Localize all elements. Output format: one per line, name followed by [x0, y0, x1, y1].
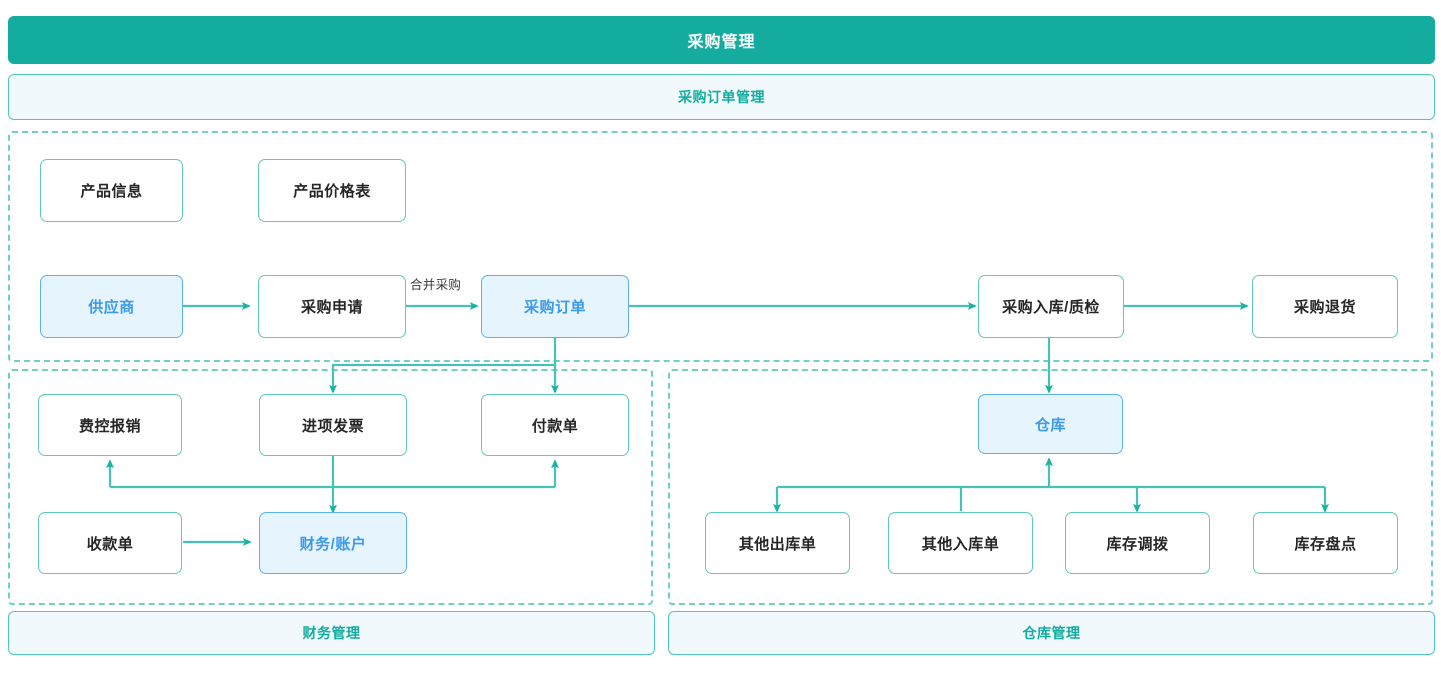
node-purchase-return[interactable]: 采购退货: [1252, 275, 1398, 338]
node-other-outbound[interactable]: 其他出库单: [705, 512, 850, 574]
node-supplier[interactable]: 供应商: [40, 275, 183, 338]
node-payment-voucher[interactable]: 付款单: [481, 394, 629, 456]
node-purchase-order[interactable]: 采购订单: [481, 275, 629, 338]
page-title: 采购管理: [8, 16, 1435, 64]
node-receipt-voucher[interactable]: 收款单: [38, 512, 182, 574]
group-warehouse-area: [668, 369, 1433, 605]
node-expense-claim[interactable]: 费控报销: [38, 394, 182, 456]
node-product-info[interactable]: 产品信息: [40, 159, 183, 222]
node-input-invoice[interactable]: 进项发票: [259, 394, 407, 456]
node-other-inbound[interactable]: 其他入库单: [888, 512, 1033, 574]
node-stock-transfer[interactable]: 库存调拨: [1065, 512, 1210, 574]
node-product-price-list[interactable]: 产品价格表: [258, 159, 406, 222]
banner-purchase-order-management: 采购订单管理: [8, 74, 1435, 120]
node-warehouse[interactable]: 仓库: [978, 394, 1123, 454]
node-purchase-request[interactable]: 采购申请: [258, 275, 406, 338]
banner-finance-management: 财务管理: [8, 611, 655, 655]
group-finance-area: [8, 369, 653, 605]
banner-warehouse-management: 仓库管理: [668, 611, 1435, 655]
node-finance-account[interactable]: 财务/账户: [259, 512, 407, 574]
node-purchase-receipt-qc[interactable]: 采购入库/质检: [978, 275, 1124, 338]
node-stock-count[interactable]: 库存盘点: [1253, 512, 1398, 574]
group-purchase-order-area: [8, 131, 1433, 362]
edge-label-merge-purchase: 合并采购: [408, 274, 464, 293]
